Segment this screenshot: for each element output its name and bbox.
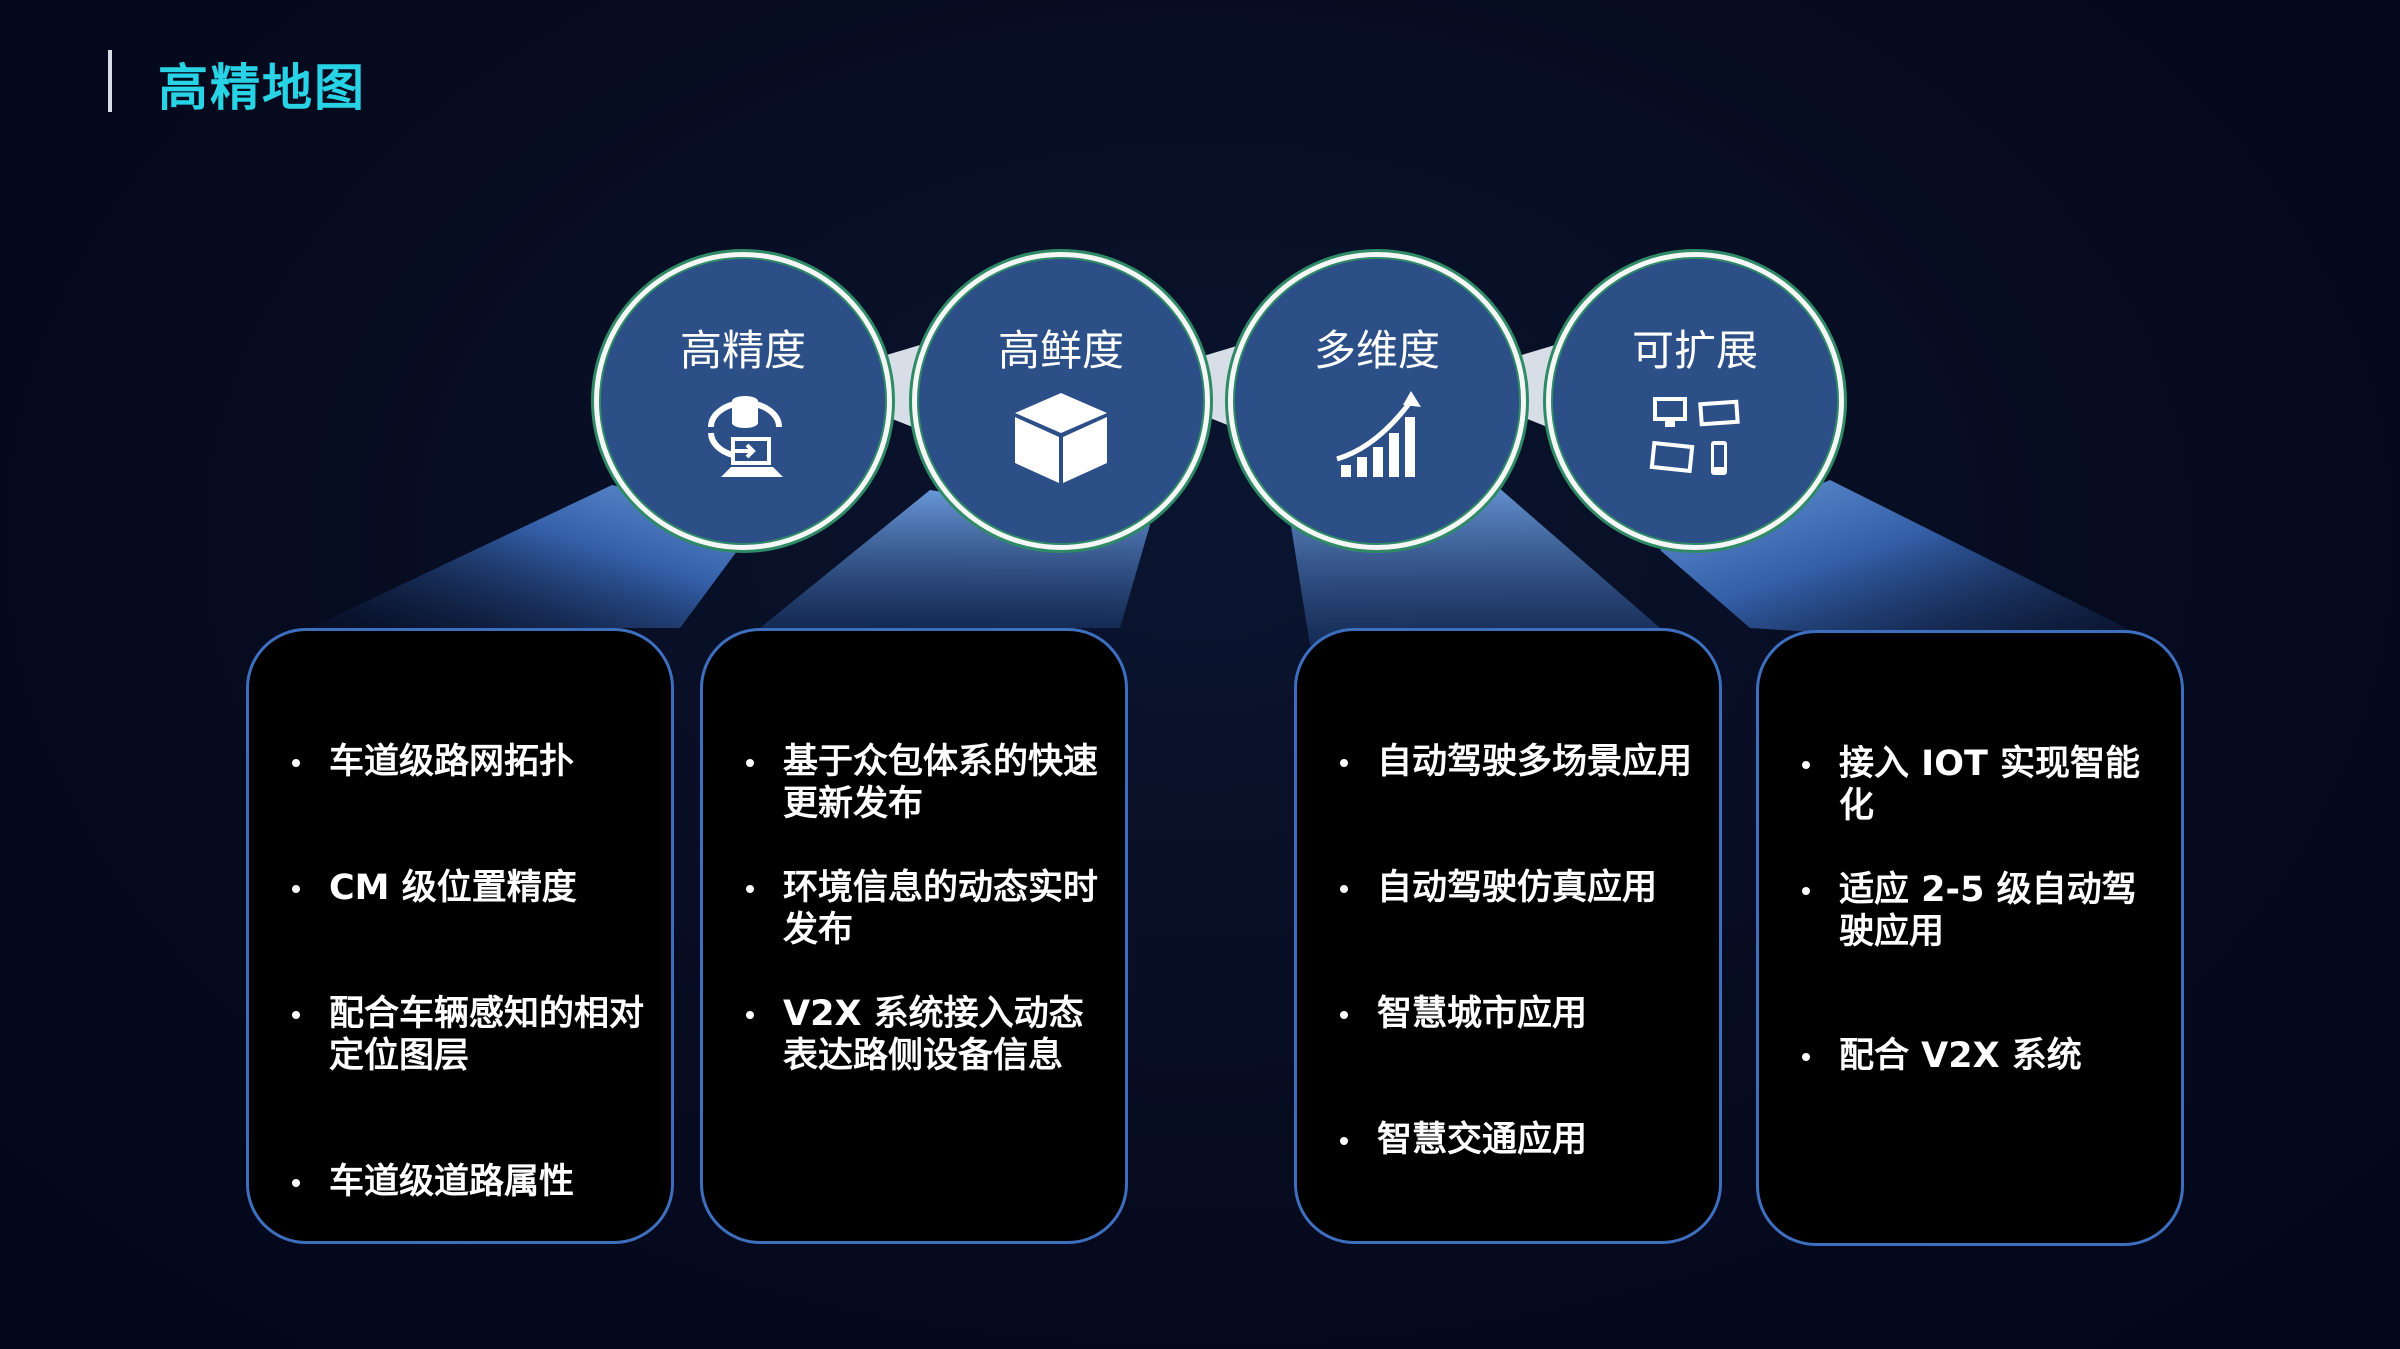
feature-circle-extensibility: 可扩展 (1546, 252, 1844, 550)
list-item: CM 级位置精度 (292, 867, 651, 909)
title-accent-bar (108, 50, 112, 112)
page-title: 高精地图 (158, 59, 366, 117)
list-item: 智慧城市应用 (1340, 993, 1699, 1035)
list-item: V2X 系统接入动态表达路侧设备信息 (746, 993, 1105, 1077)
list-item: 接入 IOT 实现智能化 (1802, 743, 2161, 827)
feature-circle-multidimension: 多维度 (1228, 252, 1526, 550)
list-item: 车道级路网拓扑 (292, 741, 651, 783)
feature-circle-precision: 高精度 (594, 252, 892, 550)
card-freshness: 基于众包体系的快速更新发布 环境信息的动态实时发布 V2X 系统接入动态表达路侧… (700, 628, 1128, 1244)
list-item: 车道级道路属性 (292, 1161, 651, 1203)
list-item: 自动驾驶仿真应用 (1340, 867, 1699, 909)
list-item: 适应 2-5 级自动驾驶应用 (1802, 869, 2161, 953)
list-item: 自动驾驶多场景应用 (1340, 741, 1699, 783)
feature-label: 可扩展 (1631, 326, 1758, 375)
feature-circle-freshness: 高鲜度 (912, 252, 1210, 550)
list-item: 配合车辆感知的相对定位图层 (292, 993, 651, 1077)
feature-label: 多维度 (1313, 326, 1440, 375)
card-multidimension: 自动驾驶多场景应用 自动驾驶仿真应用 智慧城市应用 智慧交通应用 (1294, 628, 1722, 1244)
feature-label: 高精度 (679, 326, 806, 375)
devices-icon (1649, 397, 1740, 475)
growth-chart-icon (1336, 391, 1421, 477)
list-item: 配合 V2X 系统 (1802, 1035, 2161, 1077)
cube-icon (1015, 393, 1107, 483)
card-precision: 车道级路网拓扑 CM 级位置精度 配合车辆感知的相对定位图层 车道级道路属性 (246, 628, 674, 1244)
card-extensibility: 接入 IOT 实现智能化 适应 2-5 级自动驾驶应用 配合 V2X 系统 (1756, 630, 2184, 1246)
list-item: 环境信息的动态实时发布 (746, 867, 1105, 951)
list-item: 基于众包体系的快速更新发布 (746, 741, 1105, 825)
database-sync-icon (708, 396, 783, 477)
feature-label: 高鲜度 (997, 326, 1124, 375)
list-item: 智慧交通应用 (1340, 1119, 1699, 1161)
